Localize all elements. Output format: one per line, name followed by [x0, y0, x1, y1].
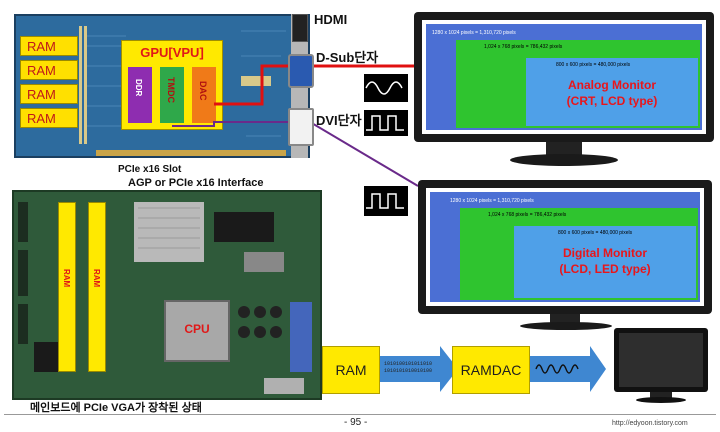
output-monitor-stand [636, 397, 686, 403]
output-monitor-screen [619, 333, 703, 387]
flow-ram-box: RAM [322, 346, 380, 394]
motherboard-caption: 메인보드에 PCIe VGA가 장착된 상태 [30, 402, 202, 414]
output-monitor [614, 328, 708, 392]
mb-ram-slot-right: RAM [88, 202, 106, 372]
flow-ramdac-box: RAMDAC [452, 346, 530, 394]
tmdc-block: TMDC [160, 67, 184, 123]
digital-subtitle: (LCD, LED type) [559, 262, 651, 276]
digital-title: Digital Monitor [563, 246, 647, 260]
slot-label: PCIe x16 Slot [118, 164, 182, 175]
analog-monitor-stand [510, 154, 618, 166]
digital-screen: 1280 x 1024 pixels = 1,310,720 pixels 1,… [426, 188, 704, 306]
page-number: - 95 - [344, 417, 368, 428]
card-ram-chip-1: RAM [20, 36, 78, 56]
pcb-traces [79, 26, 286, 156]
ddr-block: DDR [128, 67, 152, 123]
footer-divider [4, 414, 716, 415]
analog-title: Analog Monitor [568, 78, 656, 92]
analog-screen: 1280 x 1024 pixels = 1,310,720 pixels 1,… [422, 20, 706, 134]
card-ram-chip-3: RAM [20, 84, 78, 104]
digital-res-inner: 800 x 600 pixels = 480,000 pixels Digita… [514, 226, 696, 298]
analog-signal-line [214, 64, 414, 106]
analog-monitor-neck [546, 142, 582, 156]
digital-res-outer: 1280 x 1024 pixels = 1,310,720 pixels 1,… [430, 192, 700, 302]
dvi-port [288, 108, 314, 146]
ddr-label: DDR [134, 79, 143, 97]
digital-waveform-bottom [364, 186, 408, 216]
analog-subtitle: (CRT, LCD type) [566, 94, 658, 108]
card-ram-chip-4: RAM [20, 108, 78, 128]
gpu-chip: GPU[VPU] DDR TMDC DAC [121, 40, 223, 130]
digital-monitor-neck [550, 314, 580, 324]
output-monitor-neck [650, 392, 672, 398]
mb-ram-left-label: RAM [62, 269, 71, 288]
analog-res-inner-label: 800 x 600 pixels = 480,000 pixels [556, 62, 631, 68]
binary-data-line2: 1010101010010100 [384, 368, 433, 374]
digital-monitor: 1280 x 1024 pixels = 1,310,720 pixels 1,… [418, 180, 712, 314]
analog-monitor: 1280 x 1024 pixels = 1,310,720 pixels 1,… [414, 12, 714, 142]
dac-block: DAC [192, 67, 216, 123]
digital-monitor-stand [520, 322, 612, 330]
analog-res-middle-label: 1,024 x 768 pixels = 786,432 pixels [484, 44, 563, 50]
digital-waveform-top [364, 110, 408, 136]
analog-res-inner: 800 x 600 pixels = 480,000 pixels Analog… [526, 58, 698, 126]
dsub-label: D-Sub단자 [316, 50, 379, 65]
gpu-label: GPU[VPU] [140, 45, 204, 60]
digital-signal-line [172, 121, 419, 187]
cpu-chip: CPU [164, 300, 230, 362]
digital-res-inner-label: 800 x 600 pixels = 480,000 pixels [558, 230, 633, 236]
analog-res-middle: 1,024 x 768 pixels = 786,432 pixels 800 … [456, 40, 700, 128]
mb-ram-right-label: RAM [92, 269, 101, 288]
dsub-port [288, 54, 314, 88]
cpu-label: CPU [184, 322, 210, 336]
analog-res-outer: 1280 x 1024 pixels = 1,310,720 pixels 1,… [426, 24, 702, 130]
hdmi-port [292, 14, 308, 42]
motherboard-components [18, 202, 312, 394]
digital-res-outer-label: 1280 x 1024 pixels = 1,310,720 pixels [450, 198, 534, 204]
analog-res-outer-label: 1280 x 1024 pixels = 1,310,720 pixels [432, 30, 516, 36]
digital-res-middle: 1,024 x 768 pixels = 786,432 pixels 800 … [460, 208, 698, 300]
digital-res-middle-label: 1,024 x 768 pixels = 786,432 pixels [488, 212, 567, 218]
tmdc-label: TMDC [166, 77, 176, 103]
mb-ram-slot-left: RAM [58, 202, 76, 372]
motherboard: RAM RAM CPU [12, 190, 322, 400]
binary-data-line1: 1010100101011010 [384, 361, 433, 367]
card-ram-chip-2: RAM [20, 60, 78, 80]
interface-label: AGP or PCIe x16 Interface [128, 177, 264, 189]
analog-waveform [364, 74, 408, 102]
footer-url: http://edyoon.tistory.com [612, 420, 688, 427]
dac-label: DAC [198, 81, 208, 101]
dvi-label: DVI단자 [316, 113, 362, 128]
hdmi-label: HDMI [314, 12, 348, 27]
